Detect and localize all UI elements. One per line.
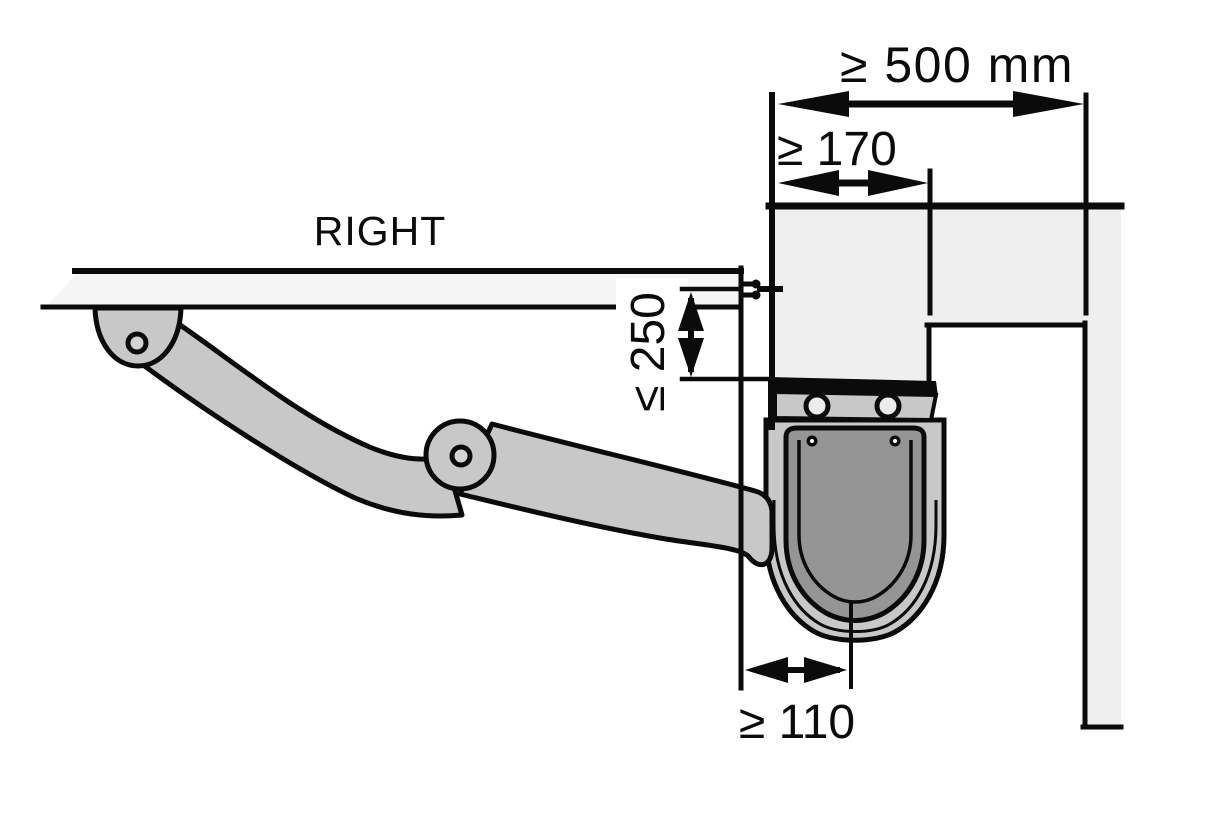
motor-cover-ridge-line — [797, 440, 913, 604]
plate-bolt-left-icon — [803, 392, 831, 420]
dimension-label-min-center-distance: ≥ 110 — [739, 696, 855, 749]
dimension-label-max-hinge-offset: ≤ 250 — [622, 292, 675, 412]
wall-fill — [771, 203, 1121, 727]
cover-screw-left-center — [810, 439, 814, 443]
dimension-label-min-side-room: ≥ 500 mm — [840, 37, 1074, 93]
dimension-max-hinge-offset: ≤ 250 — [616, 278, 775, 420]
gate-leaf — [46, 273, 741, 306]
label-backing — [616, 278, 688, 420]
operator-mounting-plate — [768, 377, 939, 430]
arm-elbow-joint — [423, 418, 497, 492]
motor-shell-inner-line — [772, 500, 938, 633]
articulated-arm-front — [92, 305, 465, 519]
cover-screw-right-center — [893, 439, 897, 443]
arrowhead-left-icon — [778, 170, 839, 196]
side-label: RIGHT — [314, 208, 447, 254]
plate-left-stub — [768, 377, 775, 430]
gate-hinge-icon — [743, 279, 783, 300]
arrowhead-right-icon — [868, 170, 928, 196]
wall-plan — [765, 92, 1125, 730]
gate-leaf-fill — [46, 273, 741, 306]
motor-front-cover — [783, 425, 927, 623]
arm-segment-front — [123, 315, 465, 519]
arrowhead-up-icon — [678, 292, 704, 331]
elbow-pivot-hole — [449, 444, 473, 468]
arrowhead-left-icon — [745, 657, 788, 683]
arrowhead-right-icon — [1013, 91, 1084, 117]
plate-body — [773, 389, 939, 423]
hinge-knuckle-bottom — [751, 290, 761, 300]
arrowhead-down-icon — [678, 338, 704, 377]
dimension-label-min-post-width: ≥ 170 — [777, 123, 897, 176]
dimension-min-side-room: ≥ 500 mm — [778, 37, 1084, 117]
arrowhead-left-icon — [778, 91, 849, 117]
operator-motor — [457, 377, 947, 643]
dimension-min-post-width: ≥ 170 — [777, 123, 928, 196]
plate-bolt-right-icon — [874, 392, 902, 420]
arrowhead-right-icon — [804, 657, 847, 683]
bracket-pivot-hole — [125, 331, 149, 355]
dimension-min-center-distance: ≥ 110 — [739, 603, 855, 749]
arm-segment-rear — [457, 421, 775, 568]
